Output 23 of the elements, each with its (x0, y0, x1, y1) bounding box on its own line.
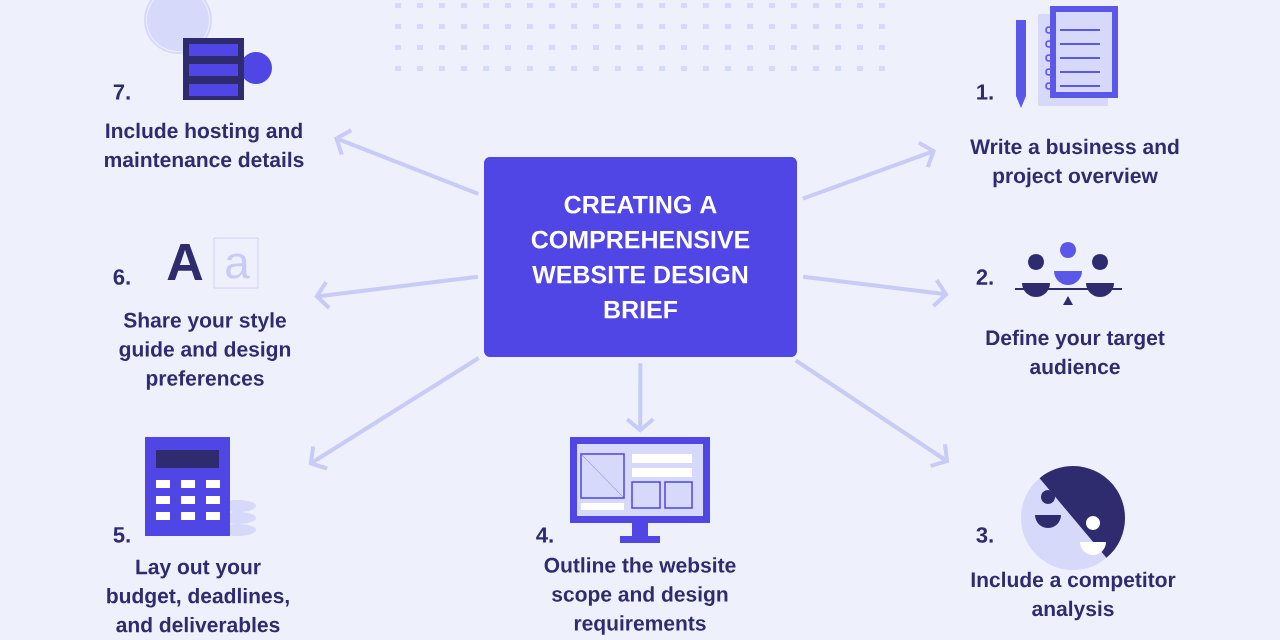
step-number: 7. (113, 84, 130, 100)
step-number: 1. (977, 84, 993, 100)
step-text: Share your style guide and design preferences (119, 312, 291, 390)
arrow (794, 358, 950, 468)
title-box: CREATING A COMPREHENSIVE WEBSITE DESIGN BRIEF (484, 157, 797, 357)
step-text: Lay out your budget, deadlines, and deliverables (107, 559, 289, 633)
arrow (625, 363, 655, 433)
step-text: Include a competitor analysis (971, 571, 1176, 621)
step-text: Include hosting and maintenance details (105, 122, 304, 168)
arrow (314, 274, 479, 310)
arrow (802, 140, 937, 201)
step-text: Outline the website scope and design requirements (544, 557, 736, 635)
arrow (308, 356, 480, 471)
step-number: 6. (113, 269, 130, 285)
step-number: 5. (113, 527, 130, 543)
step-number: 3. (976, 527, 993, 543)
letter: A (167, 244, 203, 280)
step-number: 2. (976, 269, 993, 285)
arrow (333, 128, 479, 196)
step-text: Define your target audience (986, 329, 1165, 375)
arrow (802, 274, 949, 308)
step-text: Write a business and project overview (970, 138, 1179, 188)
step-number: 4. (536, 527, 553, 543)
